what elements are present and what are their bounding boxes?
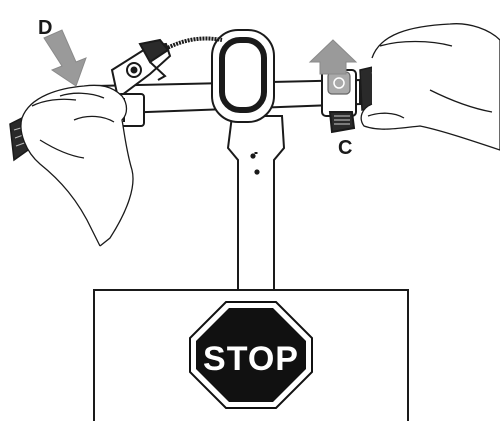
stop-sign-label: STOP [203,340,299,378]
throttle-housing [322,70,356,132]
left-hand [21,85,133,246]
steering-stem [228,116,284,292]
throttle-callout-label: C [338,137,352,159]
display-head [212,30,274,122]
brake-callout-label: D [38,17,52,39]
throttle-trigger [330,112,354,132]
throttle-push-arrow [310,40,356,74]
right-hand [361,24,500,150]
